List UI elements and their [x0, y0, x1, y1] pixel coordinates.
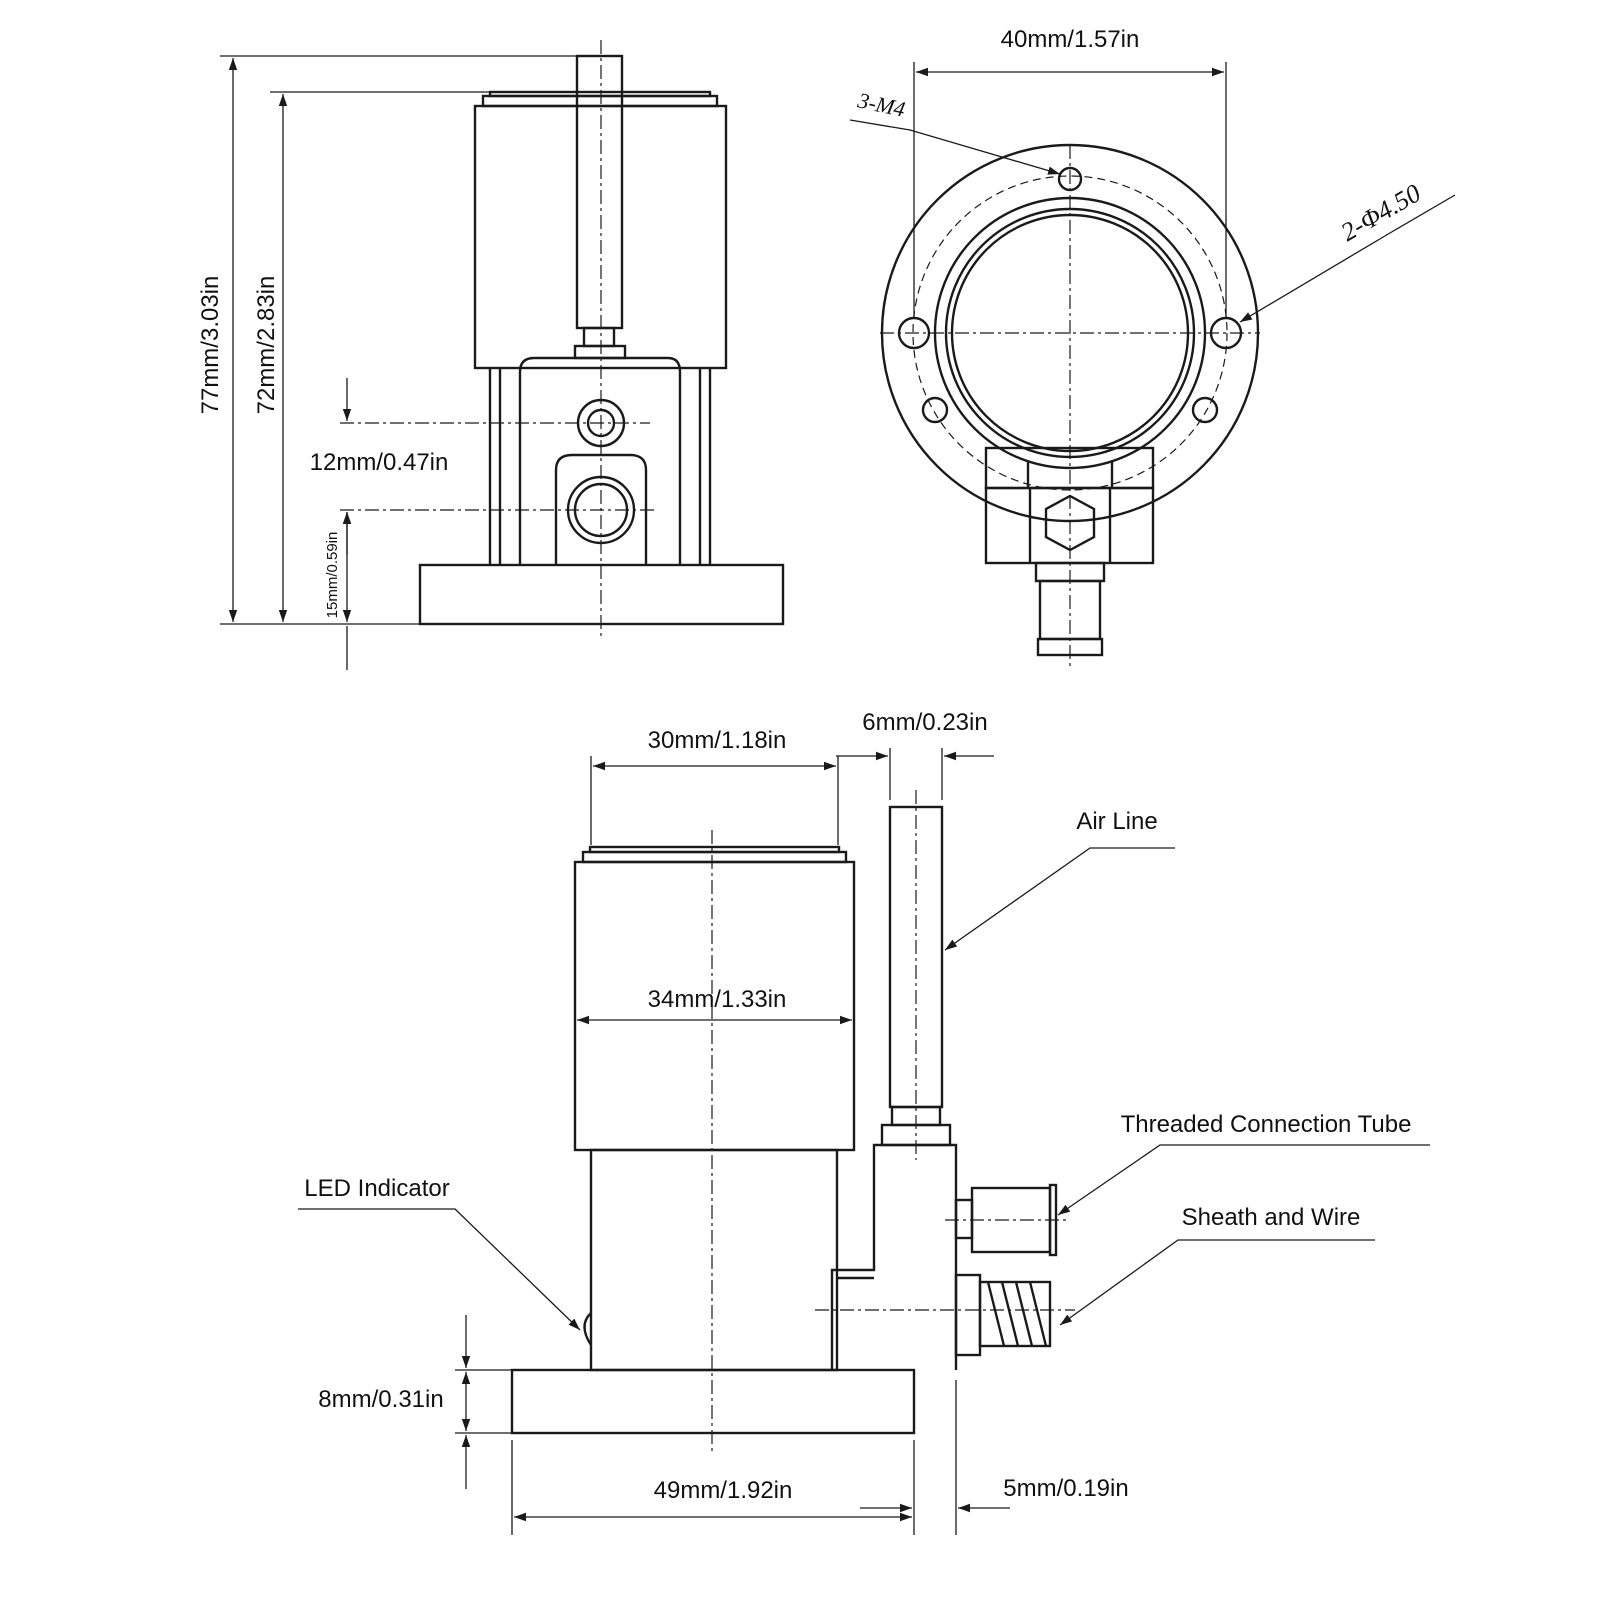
label-total-height: 77mm/3.03in: [197, 276, 224, 415]
front-view: [220, 40, 785, 670]
front-valve-block: [518, 356, 682, 565]
side-air-line: [888, 805, 944, 1109]
leader-threaded-tube: [1057, 1144, 1430, 1216]
label-port-height: 15mm/0.59in: [324, 532, 341, 619]
label-offset: 5mm/0.19in: [1003, 1475, 1128, 1502]
leader-air-line: [944, 847, 1175, 951]
callout-threaded-tube: Threaded Connection Tube: [1121, 1111, 1412, 1138]
label-tube-width: 6mm/0.23in: [862, 709, 987, 736]
side-view: [298, 748, 1430, 1535]
label-body-height: 72mm/2.83in: [253, 276, 280, 415]
label-3m4: 3-M4: [855, 87, 908, 122]
leader-phi: [1239, 194, 1456, 323]
label-base-height: 8mm/0.31in: [318, 1386, 443, 1413]
side-lower-body: [589, 1148, 839, 1372]
label-body-width: 34mm/1.33in: [648, 986, 787, 1013]
label-flange-width: 40mm/1.57in: [1001, 26, 1140, 53]
led-bump: [583, 1312, 593, 1346]
label-port-spacing: 12mm/0.47in: [310, 449, 449, 476]
top-view: [849, 62, 1456, 670]
hole-m4-lower-right: [1191, 396, 1219, 424]
side-valve-housing: [830, 1143, 958, 1370]
label-phi: 2-Φ4.50: [1336, 178, 1426, 247]
callout-sheath-wire: Sheath and Wire: [1182, 1204, 1361, 1231]
hole-m4-lower-left: [921, 396, 949, 424]
leader-led: [298, 1208, 581, 1331]
leader-3m4: [849, 119, 1061, 175]
side-base: [510, 1368, 916, 1435]
callout-led: LED Indicator: [304, 1175, 449, 1202]
bolt-circle: [912, 175, 1228, 491]
label-base-width: 49mm/1.92in: [654, 1477, 793, 1504]
callout-air-line: Air Line: [1076, 808, 1157, 835]
sheath-spring: [978, 1280, 1052, 1348]
leader-sheath-wire: [1059, 1239, 1375, 1326]
label-top-width: 30mm/1.18in: [648, 727, 787, 754]
